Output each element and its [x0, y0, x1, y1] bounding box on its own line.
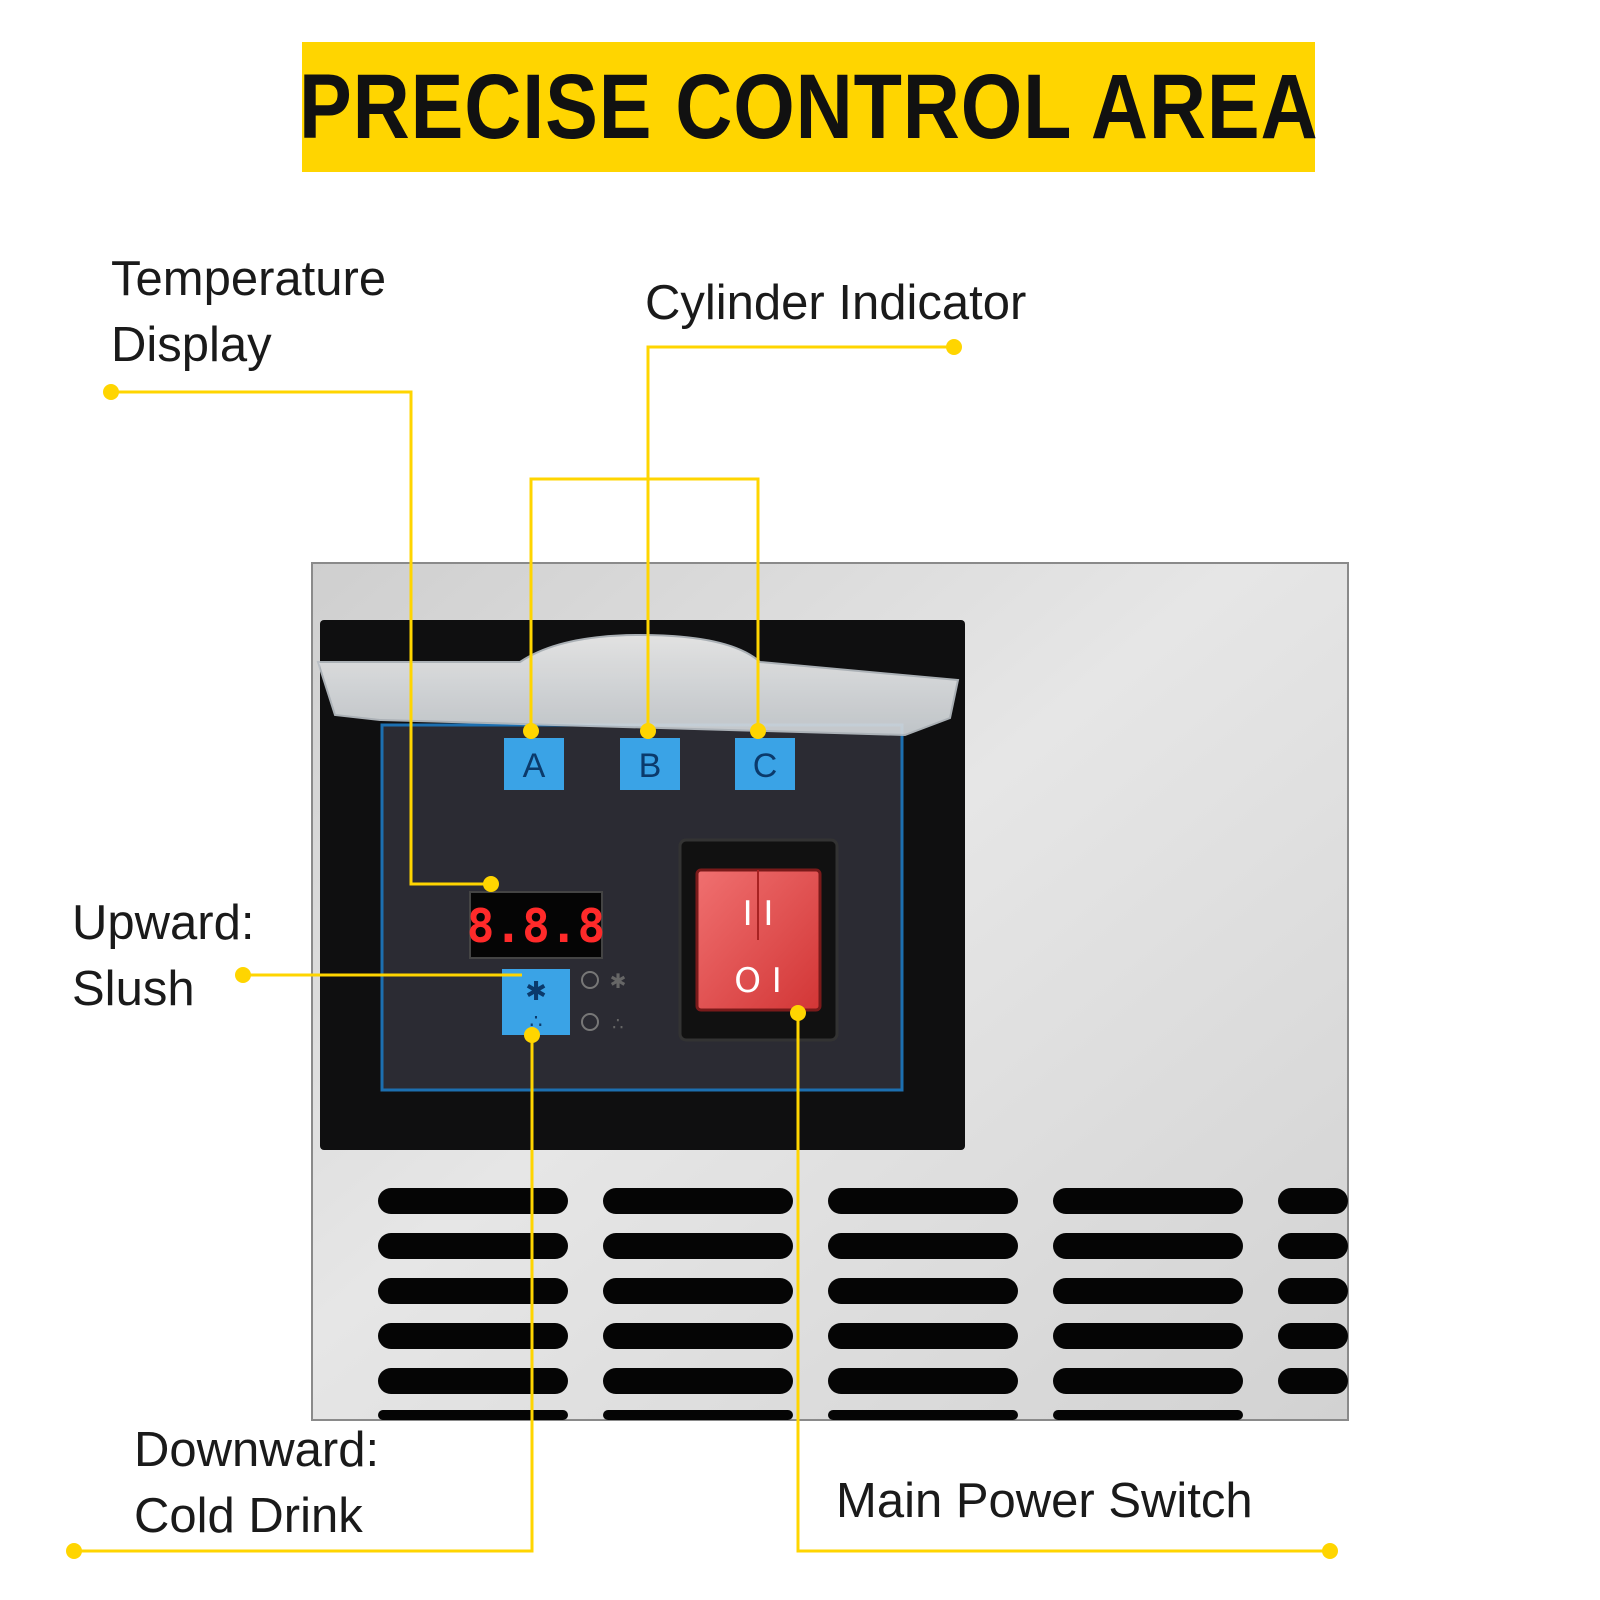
power-leader [796, 1013, 1330, 1553]
callout-dots [66, 339, 1338, 1559]
svg-text:B: B [639, 747, 662, 785]
temperature-display-label: Temperature Display [111, 252, 387, 372]
vent-grille [378, 1188, 1348, 1420]
drops-icon: ∴ [530, 1009, 543, 1033]
cylinder-bracket [529, 477, 760, 731]
power-on-symbol: I I [743, 894, 774, 934]
cold-drink-leader [74, 1035, 534, 1553]
svg-text:C: C [753, 747, 778, 785]
svg-text:A: A [523, 747, 546, 785]
main-power-switch[interactable]: I I O I [678, 838, 839, 1042]
cylinder-indicator-label: Cylinder Indicator [645, 276, 1027, 330]
snowflake-icon: ✱ [610, 969, 627, 993]
cylinder-key-c[interactable]: C [735, 738, 795, 790]
cylinder-key-a[interactable]: A [504, 738, 564, 790]
cold-drink-led [581, 1013, 599, 1031]
power-off-symbol: O I [734, 961, 782, 1001]
temperature-leader [111, 390, 491, 886]
cylinder-leader [646, 345, 954, 731]
main-power-switch-label: Main Power Switch [836, 1474, 1253, 1528]
cylinder-key-b[interactable]: B [620, 738, 680, 790]
slush-led [581, 971, 599, 989]
drops-icon: ∴ [612, 1014, 623, 1035]
callout-lines [74, 345, 1330, 1553]
upward-slush-label: Upward: Slush [72, 896, 255, 1016]
title-banner: PRECISE CONTROL AREA [298, 42, 1319, 172]
temperature-readout: 8.8.8 [467, 899, 605, 953]
mode-button[interactable]: ✱ ∴ [502, 969, 570, 1035]
banner-title: PRECISE CONTROL AREA [298, 55, 1319, 158]
downward-cold-drink-label: Downward: Cold Drink [134, 1423, 380, 1543]
temperature-display: 8.8.8 [467, 891, 605, 959]
snowflake-icon: ✱ [525, 977, 547, 1007]
clear-lid [316, 633, 960, 737]
